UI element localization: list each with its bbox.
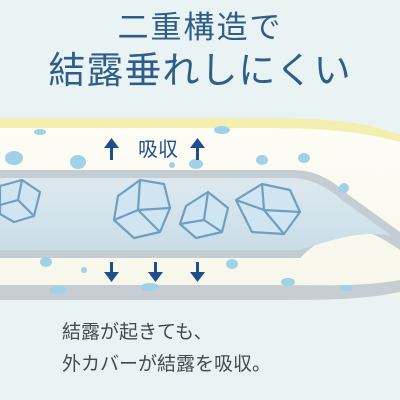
water-droplet-icon <box>281 278 295 286</box>
water-droplet-icon <box>169 162 175 168</box>
ice-cube-icon <box>178 190 230 240</box>
water-droplet-icon <box>256 155 268 165</box>
headline: 二重構造で 結露垂れしにくい <box>0 8 400 94</box>
arrow-down-icon <box>148 262 163 282</box>
water-droplet-icon <box>339 285 353 291</box>
water-droplet-icon <box>226 259 238 269</box>
ice-cube-icon <box>112 178 172 240</box>
ice-cube-icon <box>0 178 42 224</box>
caption-line-2: 外カバーが結露を吸収。 <box>62 353 272 375</box>
water-droplet-icon <box>298 153 310 163</box>
headline-line-1: 二重構造で <box>117 10 283 46</box>
water-droplet-icon <box>49 286 67 294</box>
caption: 結露が起きても、 外カバーが結露を吸収。 <box>62 316 392 380</box>
water-droplet-icon <box>5 151 23 165</box>
absorb-arrows-down <box>104 262 205 282</box>
water-droplet-icon <box>141 283 159 291</box>
water-droplet-icon <box>189 159 203 169</box>
headline-line-2: 結露垂れしにくい <box>48 49 352 92</box>
water-droplet-icon <box>70 155 86 169</box>
arrow-up-icon <box>190 138 205 160</box>
ice-cube-icon <box>234 182 302 236</box>
ice-cubes <box>0 178 302 240</box>
arrow-down-icon <box>190 262 205 282</box>
water-droplet-icon <box>40 257 52 267</box>
absorb-label: 吸収 <box>138 137 178 161</box>
water-droplet-icon <box>81 267 87 273</box>
water-droplet-icon <box>34 129 46 135</box>
arrow-down-icon <box>104 262 119 282</box>
absorb-arrows-up <box>104 138 205 160</box>
arrow-up-icon <box>104 138 119 160</box>
caption-line-1: 結露が起きても、 <box>62 321 213 343</box>
outer-cover-bottom-rim <box>0 280 400 300</box>
water-droplet-icon <box>339 183 349 193</box>
droplets <box>5 126 353 294</box>
water-droplet-icon <box>214 126 230 134</box>
